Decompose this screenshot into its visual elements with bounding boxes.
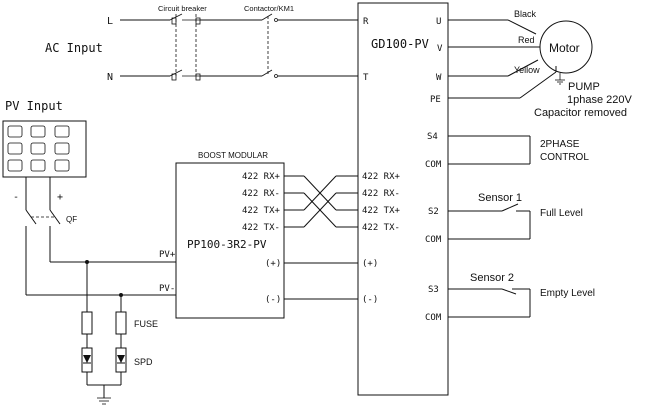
inverter-com2-label: COM (425, 235, 442, 245)
rs422-crossover-wiring (284, 175, 358, 228)
line-l-label: L (107, 16, 113, 27)
sensor1-label: Sensor 1 (478, 192, 522, 204)
inverter-pe-label: PE (430, 95, 441, 105)
two-phase-line1: 2PHASE (540, 139, 580, 150)
inverter-s2-label: S2 (428, 207, 439, 217)
motor-ground-icon (555, 73, 565, 85)
boost-dc-plus: (+) (265, 259, 281, 269)
inverter-pin-rx-minus: 422 RX- (362, 189, 400, 199)
circuit-breaker-label: Circuit breaker (158, 4, 207, 13)
fuse-label: FUSE (134, 319, 158, 329)
motor-circle (539, 20, 593, 74)
inverter-pin-tx-minus: 422 TX- (362, 223, 400, 233)
inverter-r-label: R (363, 17, 369, 27)
inverter-v-label: V (437, 44, 443, 54)
contactor-label: Contactor/KM1 (244, 4, 294, 13)
sensor2-label: Sensor 2 (470, 272, 514, 284)
capacitor-label: Capacitor removed (534, 107, 627, 119)
pv-input-label: PV Input (5, 99, 63, 113)
sensor2-switch (448, 288, 531, 318)
ground-icon (97, 397, 111, 405)
pv-plus-sign: + (57, 192, 63, 203)
phase-label: 1phase 220V (567, 94, 632, 106)
motor-label: Motor (549, 41, 580, 55)
inverter-model: GD100-PV (371, 37, 429, 51)
boost-model: PP100-3R2-PV (187, 238, 267, 251)
wire-black-label: Black (514, 9, 537, 19)
inverter-w-label: W (436, 73, 442, 83)
empty-level-label: Empty Level (540, 288, 595, 299)
contactor-km1 (261, 13, 278, 78)
inverter-s3-label: S3 (428, 285, 439, 295)
inverter-t-label: T (363, 73, 369, 83)
inverter-box (357, 2, 449, 396)
inverter-s4-label: S4 (427, 132, 438, 142)
qf-label: QF (66, 215, 77, 224)
boost-pin-rx-minus: 422 RX- (242, 189, 280, 199)
pv-minus-sign: - (13, 192, 19, 203)
motor-wiring (448, 19, 557, 99)
boost-heading: BOOST MODULAR (198, 151, 268, 160)
boost-box (175, 162, 285, 319)
pump-label: PUMP (568, 81, 600, 93)
boost-pin-rx-plus: 422 RX+ (242, 172, 281, 182)
circuit-breaker (169, 13, 201, 81)
ac-input-label: AC Input (45, 41, 103, 55)
boost-pin-tx-minus: 422 TX- (242, 223, 280, 233)
inverter-com1-label: COM (425, 160, 442, 170)
pv-wiring (25, 177, 176, 297)
wire-red-label: Red (518, 35, 535, 45)
two-phase-control-wiring (448, 135, 531, 165)
sensor1-switch (448, 203, 531, 240)
full-level-label: Full Level (540, 208, 583, 219)
boost-pin-tx-plus: 422 TX+ (242, 206, 281, 216)
inverter-dc-plus: (+) (362, 259, 378, 269)
inverter-com3-label: COM (425, 313, 442, 323)
line-n-label: N (107, 72, 113, 83)
boost-pv-minus: PV- (159, 284, 175, 294)
inverter-u-label: U (436, 17, 441, 27)
boost-dc-minus: (-) (265, 295, 281, 305)
inverter-pin-rx-plus: 422 RX+ (362, 172, 401, 182)
inverter-pin-tx-plus: 422 TX+ (362, 206, 401, 216)
two-phase-line2: CONTROL (540, 152, 589, 163)
boost-pv-plus: PV+ (159, 250, 176, 260)
wire-yellow-label: Yellow (514, 65, 540, 75)
solar-panel-icon (2, 120, 87, 178)
spd-label: SPD (134, 357, 153, 367)
fuse-spd-branch (81, 262, 127, 398)
inverter-dc-minus: (-) (362, 295, 378, 305)
